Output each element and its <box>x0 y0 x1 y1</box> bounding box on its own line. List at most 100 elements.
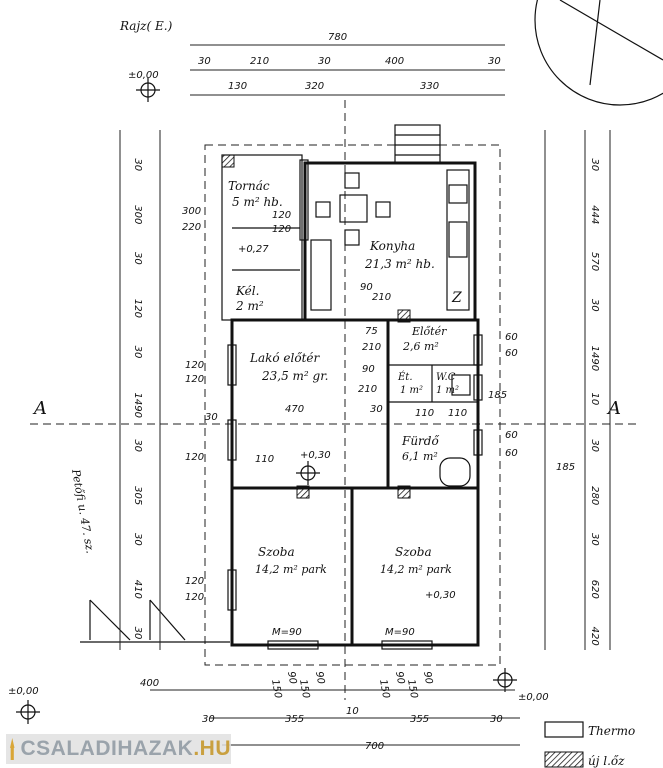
dim-opening: 90 <box>313 671 326 685</box>
dim-right: 420 <box>589 627 600 646</box>
dim-inner: 110 <box>415 408 434 419</box>
dim-inner: 185 <box>488 390 507 401</box>
room-name-living: Lakó előtér <box>249 351 321 365</box>
dim-left: 410 <box>132 580 143 599</box>
level-marker-icon <box>136 78 160 102</box>
dim-top: 130 <box>228 81 247 92</box>
watermark-logo: CSALADIHAZAK.HU <box>6 734 231 764</box>
watermark-text: CSALADIHAZAK.HU <box>21 737 232 761</box>
room-name-bedroom-1: Szoba <box>258 545 295 559</box>
dim-opening: 150 <box>269 679 283 700</box>
dim-inner: 210 <box>372 292 391 303</box>
dim-right: 444 <box>589 205 600 224</box>
level-zero-bottom-left: ±0,00 <box>8 686 39 697</box>
dim-inner: 30 <box>205 412 218 423</box>
dim-inner: 120 <box>185 452 204 463</box>
dim-left: 30 <box>132 346 143 359</box>
room-name-bedroom-2: Szoba <box>395 545 432 559</box>
dim-right: 280 <box>589 486 600 505</box>
toilet <box>451 374 471 396</box>
header-note: Rajz( E.) <box>119 19 173 33</box>
dim-inner: 60 <box>505 332 518 343</box>
opening-dims: 150 90 150 90 150 90 150 90 <box>269 671 434 700</box>
level-marker-icon <box>296 461 320 485</box>
legend-swatch-hatched <box>544 751 584 768</box>
dim-left: 30 <box>132 533 143 546</box>
level-zero-bottom-right: ±0,00 <box>518 692 549 703</box>
dim-opening: 90 <box>285 671 298 685</box>
dimension-lines <box>119 44 611 746</box>
dim-opening: 150 <box>377 679 391 700</box>
room-name-pantry: Kél. <box>235 284 259 298</box>
kitchen-furniture: Z <box>310 169 470 311</box>
dim-inner: 110 <box>448 408 467 419</box>
dim-opening: 90 <box>421 671 434 685</box>
level-bedroom: +0,30 <box>425 590 456 601</box>
dim-right: 10 <box>589 393 600 406</box>
room-area-bath: 6,1 m² <box>402 450 438 463</box>
level-marker-icon <box>16 700 40 724</box>
dim-right: 30 <box>589 158 600 171</box>
dim-inner: 210 <box>358 384 377 395</box>
dim-bottom-total: 700 <box>365 741 384 752</box>
dim-inner: 30 <box>370 404 383 415</box>
dim-top: 210 <box>250 56 269 67</box>
dim-left: 1490 <box>132 393 143 418</box>
eaves-outline <box>204 144 501 666</box>
dim-right: 570 <box>589 252 600 271</box>
level-marker-icon <box>493 668 517 692</box>
room-name-bath: Fürdő <box>401 434 439 448</box>
watermark-tld: .HU <box>193 737 231 760</box>
door-label-bed2: M=90 <box>385 627 415 638</box>
dim-top: 320 <box>305 81 324 92</box>
dim-inner: 110 <box>255 454 274 465</box>
room-name-terrace: Tornác <box>228 179 270 193</box>
dim-inner: 470 <box>285 404 304 415</box>
gate <box>80 599 230 643</box>
watermark-name: CSALADIHAZAK <box>20 737 194 760</box>
level-living: +0,30 <box>300 450 331 461</box>
dim-inner: 90 <box>362 364 375 375</box>
dim-inner: 60 <box>505 348 518 359</box>
dim-left: 300 <box>132 205 143 224</box>
dim-right: 620 <box>589 580 600 599</box>
dim-opening: 150 <box>405 679 419 700</box>
dim-inner: 120 <box>185 374 204 385</box>
dim-right: 1490 <box>589 346 600 371</box>
dim-left: 30 <box>132 252 143 265</box>
room-area-bedroom-1: 14,2 m² park <box>255 563 327 576</box>
room-name-hall: Előtér <box>411 325 447 338</box>
dim-bottom: 30 <box>490 714 503 725</box>
dim-top: 400 <box>385 56 404 67</box>
dim-top: 330 <box>420 81 439 92</box>
dim-bottom: 355 <box>410 714 429 725</box>
door-label-bed1: M=90 <box>272 627 302 638</box>
dim-bottom: 400 <box>140 678 159 689</box>
svg-text:Z: Z <box>451 290 462 306</box>
dim-opening: 90 <box>393 671 406 685</box>
room-name-kitchen: Konyha <box>369 239 415 253</box>
legend-swatch-thermo <box>544 721 584 738</box>
dim-right: 30 <box>589 533 600 546</box>
dim-opening: 150 <box>297 679 311 700</box>
dim-inner: 185 <box>556 462 575 473</box>
dim-left: 120 <box>132 299 143 318</box>
dim-right: 30 <box>589 299 600 312</box>
dim-left: 30 <box>132 627 143 640</box>
level-zero-top: ±0,00 <box>128 70 159 81</box>
north-arrow-icon <box>534 0 663 106</box>
dim-inner: 300 <box>182 206 201 217</box>
dim-top: 30 <box>318 56 331 67</box>
dim-inner: 120 <box>272 224 291 235</box>
dim-right: 30 <box>589 439 600 452</box>
section-mark-right: A <box>606 398 621 419</box>
bathtub <box>439 457 471 487</box>
dim-left: 305 <box>132 486 143 505</box>
stairs <box>394 124 441 164</box>
walls <box>221 154 480 647</box>
room-area-kitchen: 21,3 m² hb. <box>364 257 435 271</box>
dim-top-total: 780 <box>328 32 347 43</box>
dim-inner: 120 <box>185 576 204 587</box>
section-mark-left: A <box>32 398 47 419</box>
